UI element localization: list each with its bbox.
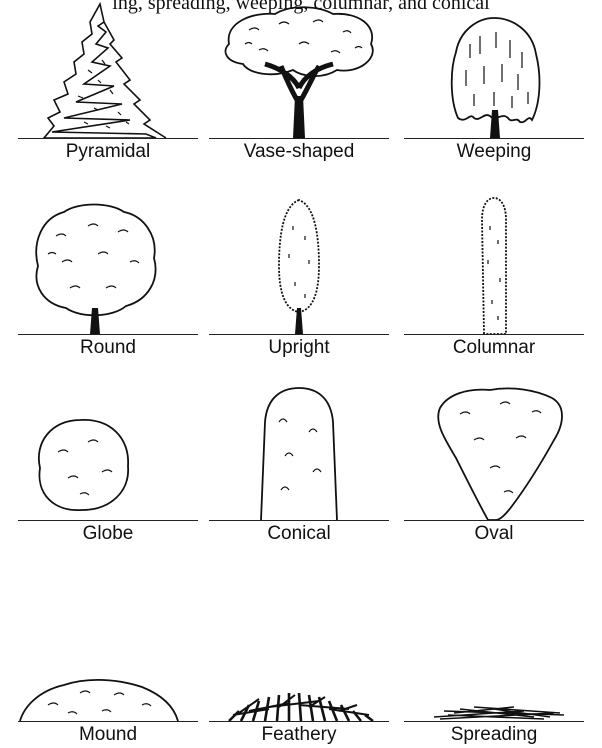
columnar-tree-icon bbox=[404, 196, 584, 336]
ground-line bbox=[209, 520, 389, 521]
mound-shrub-icon bbox=[18, 583, 198, 723]
ground-line bbox=[404, 520, 584, 521]
spreading-plant-icon bbox=[404, 583, 584, 723]
ground-line bbox=[18, 334, 198, 335]
shape-label: Columnar bbox=[404, 337, 584, 359]
shape-vase-shaped: Vase-shaped bbox=[209, 0, 389, 165]
shape-label: Upright bbox=[209, 337, 389, 359]
shape-oval: Oval bbox=[404, 382, 584, 547]
shape-feathery: Feathery bbox=[209, 583, 389, 748]
feathery-plant-icon bbox=[209, 583, 389, 723]
conical-shrub-icon bbox=[209, 382, 389, 522]
shape-upright: Upright bbox=[209, 196, 389, 361]
ground-line bbox=[18, 721, 198, 722]
shape-conical: Conical bbox=[209, 382, 389, 547]
shape-label: Vase-shaped bbox=[209, 141, 389, 163]
vase-shaped-tree-icon bbox=[209, 0, 389, 140]
oval-shrub-icon bbox=[404, 382, 584, 522]
shape-round: Round bbox=[18, 196, 198, 361]
shape-mound: Mound bbox=[18, 583, 198, 748]
shape-label: Oval bbox=[404, 523, 584, 545]
shape-label: Conical bbox=[209, 523, 389, 545]
ground-line bbox=[18, 138, 198, 139]
shape-globe: Globe bbox=[18, 382, 198, 547]
ground-line bbox=[209, 138, 389, 139]
globe-shrub-icon bbox=[18, 382, 198, 522]
shape-label: Spreading bbox=[404, 724, 584, 746]
shape-spreading: Spreading bbox=[404, 583, 584, 748]
weeping-tree-icon bbox=[404, 0, 584, 140]
shape-pyramidal: Pyramidal bbox=[18, 0, 198, 165]
shape-label: Pyramidal bbox=[18, 141, 198, 163]
ground-line bbox=[404, 138, 584, 139]
ground-line bbox=[404, 721, 584, 722]
ground-line bbox=[18, 520, 198, 521]
shape-label: Round bbox=[18, 337, 198, 359]
shape-label: Mound bbox=[18, 724, 198, 746]
round-tree-icon bbox=[18, 196, 198, 336]
upright-tree-icon bbox=[209, 196, 389, 336]
shape-label: Weeping bbox=[404, 141, 584, 163]
ground-line bbox=[404, 334, 584, 335]
ground-line bbox=[209, 334, 389, 335]
ground-line bbox=[209, 721, 389, 722]
shape-label: Globe bbox=[18, 523, 198, 545]
shape-weeping: Weeping bbox=[404, 0, 584, 165]
pyramidal-tree-icon bbox=[18, 0, 198, 140]
shape-columnar: Columnar bbox=[404, 196, 584, 361]
shape-label: Feathery bbox=[209, 724, 389, 746]
